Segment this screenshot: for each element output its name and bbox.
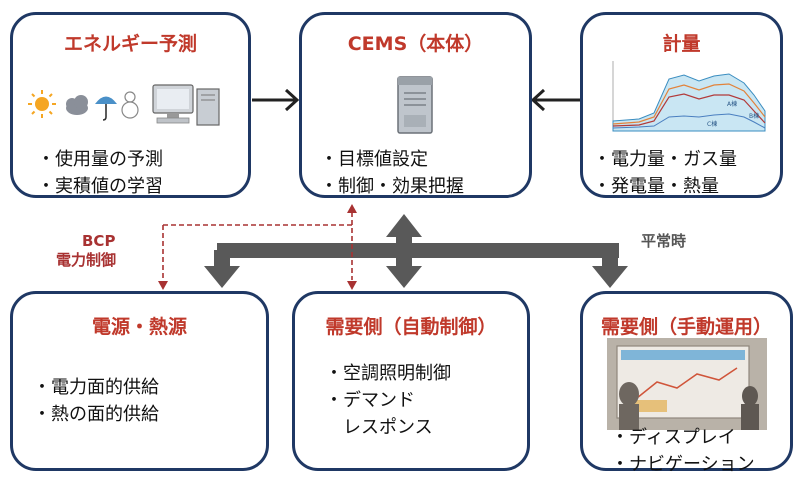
demand-auto-item: レスポンス xyxy=(325,417,433,438)
demand-manual-title: 需要側（手動運用） xyxy=(600,316,772,338)
demand-auto-title: 需要側（自動制御） xyxy=(325,316,497,338)
cems-item: ・目標値設定 xyxy=(320,149,428,170)
power-heat-items: ・電力面的供給 ・熱の面的供給 xyxy=(33,374,159,428)
down-arrow-power xyxy=(204,266,240,288)
forecast-box: エネルギー予測 xyxy=(10,12,251,198)
chart-label-b: B棟 xyxy=(749,112,759,120)
demand-auto-box: 需要側（自動制御） ・空調照明制御 ・デマンド レスポンス xyxy=(292,291,530,471)
server-icon xyxy=(397,76,433,134)
computer-icon xyxy=(152,84,220,126)
bcp-down-arrowhead-power xyxy=(158,281,168,290)
normal-time-label: 平常時 xyxy=(641,232,687,250)
demand-manual-items: ・ディスプレイ ・ナビゲーション xyxy=(611,424,755,478)
power-heat-box: 電源・熱源 ・電力面的供給 ・熱の面的供給 xyxy=(10,291,269,471)
cems-title: CEMS（本体） xyxy=(347,33,484,55)
forecast-item: ・実積値の学習 xyxy=(37,176,163,197)
forecast-to-cems-arrow xyxy=(252,88,300,112)
distribution-bar xyxy=(217,243,619,258)
metering-chart-thumbnail: A棟 B棟 C棟 xyxy=(612,61,766,132)
down-arrow-auto xyxy=(386,266,422,288)
chart-label-a: A棟 xyxy=(727,100,737,108)
demand-auto-item: ・デマンド xyxy=(325,390,415,411)
cems-box: CEMS（本体） ・目標値設定 ・制御・効果把握 xyxy=(299,12,532,198)
down-arrow-manual xyxy=(592,266,628,288)
umbrella-icon xyxy=(95,96,117,121)
cems-up-arrowhead xyxy=(386,214,422,237)
bcp-label-line1: BCP xyxy=(82,232,116,250)
cloud-icon xyxy=(66,95,88,115)
metering-title: 計量 xyxy=(662,33,701,55)
metering-box: 計量 A棟 B棟 C棟 ・電力量・ガス量 ・発電量・熱量 xyxy=(580,12,783,198)
weather-icons xyxy=(28,84,220,126)
demand-manual-box: 需要側（手動運用） ・ディスプレイ ・ナビゲーション xyxy=(580,291,793,475)
bcp-label: BCP 電力制御 xyxy=(56,232,116,270)
forecast-items: ・使用量の予測 ・実積値の学習 xyxy=(37,146,163,200)
metering-item: ・発電量・熱量 xyxy=(593,176,719,197)
demand-manual-item: ・ナビゲーション xyxy=(611,454,755,475)
forecast-title: エネルギー予測 xyxy=(63,33,197,55)
metering-items: ・電力量・ガス量 ・発電量・熱量 xyxy=(593,146,737,200)
forecast-item: ・使用量の予測 xyxy=(37,149,163,170)
demand-manual-item: ・ディスプレイ xyxy=(611,427,736,448)
power-heat-item: ・電力面的供給 xyxy=(33,377,159,398)
power-heat-title: 電源・熱源 xyxy=(91,316,187,338)
bcp-dashed-path xyxy=(162,212,353,281)
power-heat-item: ・熱の面的供給 xyxy=(33,404,159,425)
bcp-up-arrowhead xyxy=(347,204,357,213)
demand-auto-items: ・空調照明制御 ・デマンド レスポンス xyxy=(325,360,451,441)
chart-label-c: C棟 xyxy=(707,120,717,128)
metering-to-cems-arrow xyxy=(530,88,580,112)
metering-item: ・電力量・ガス量 xyxy=(593,149,737,170)
cems-items: ・目標値設定 ・制御・効果把握 xyxy=(320,146,464,200)
snowman-icon xyxy=(121,91,139,119)
cems-item: ・制御・効果把握 xyxy=(320,176,464,197)
bcp-label-line2: 電力制御 xyxy=(56,251,117,269)
normal-distribution-arrows xyxy=(204,214,628,288)
bcp-down-arrowhead-auto xyxy=(347,281,357,290)
demand-auto-item: ・空調照明制御 xyxy=(325,363,451,384)
sun-icon xyxy=(28,90,56,118)
display-photo xyxy=(607,338,767,430)
